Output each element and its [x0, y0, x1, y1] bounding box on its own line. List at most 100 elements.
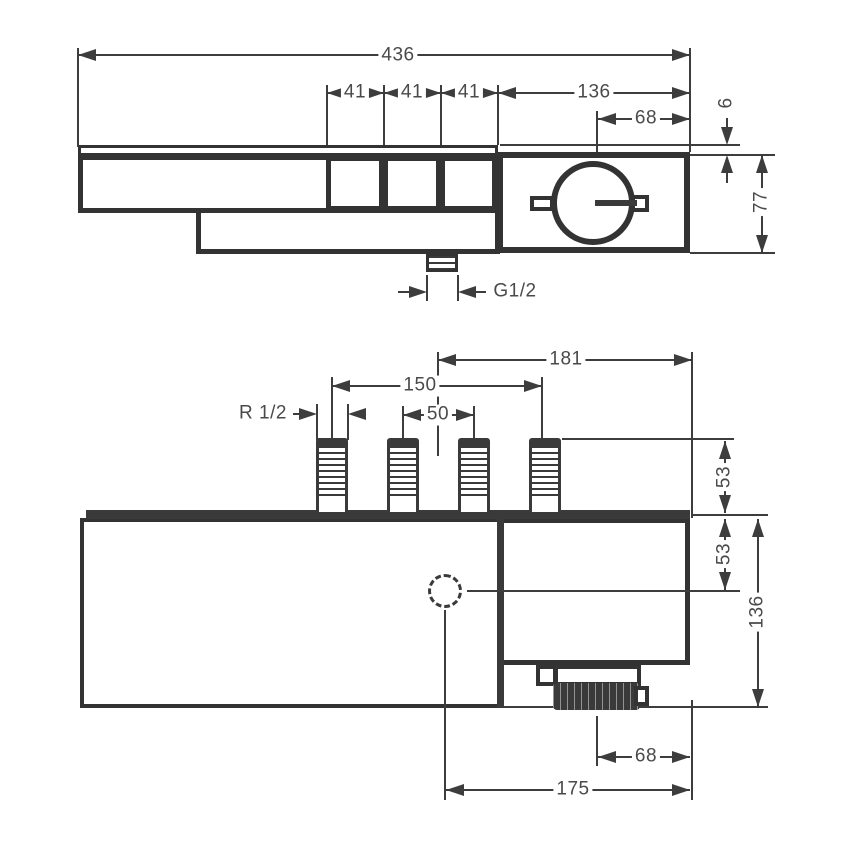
- pipe-base: [458, 498, 490, 512]
- extension-line: [541, 377, 543, 439]
- extension-line: [473, 406, 475, 438]
- arrowhead: [403, 409, 421, 421]
- extension-line: [500, 144, 740, 146]
- dim-module-pitch-1: 41: [340, 82, 370, 104]
- button-module-2: [383, 156, 441, 211]
- arrowhead: [756, 155, 768, 173]
- pipe-base: [529, 498, 561, 512]
- extension-line: [467, 590, 740, 592]
- handle-clip: [634, 686, 649, 706]
- arrowhead: [752, 689, 764, 707]
- plate-edge-strip: [86, 510, 690, 519]
- arrowhead: [409, 286, 427, 298]
- pipe-cap: [316, 438, 348, 446]
- arrowhead: [598, 751, 616, 763]
- arrowhead: [719, 519, 731, 537]
- pipe-base: [387, 498, 419, 512]
- dim-center-to-edge: 181: [546, 349, 586, 371]
- extension-line: [347, 404, 349, 440]
- arrowhead: [332, 380, 350, 392]
- arrowhead: [598, 113, 616, 125]
- arrowhead: [480, 87, 498, 99]
- arrowhead: [672, 751, 690, 763]
- dim-outlet-center-to-edge: 175: [553, 779, 593, 801]
- button-module-1: [326, 156, 384, 211]
- dim-module-pitch-2: 41: [397, 82, 427, 104]
- dim-total-depth: 136: [747, 592, 769, 632]
- extension-line: [440, 85, 442, 145]
- lower-bar-outline: [196, 208, 500, 254]
- arrowhead: [721, 127, 733, 145]
- extension-line: [326, 85, 328, 145]
- extension-line: [426, 275, 428, 301]
- dim-handle-center-to-edge: 68: [631, 746, 661, 768]
- arrowhead: [672, 113, 690, 125]
- dim-plate-thickness: 6: [716, 94, 738, 112]
- outlet-nipple: [426, 253, 458, 272]
- arrowhead: [719, 572, 731, 590]
- extension-line: [437, 352, 439, 456]
- section-divider: [497, 518, 504, 708]
- inlet-pipe-2: [387, 438, 419, 512]
- arrowhead: [756, 235, 768, 253]
- arrowhead: [498, 87, 516, 99]
- handle-pointer: [595, 200, 637, 206]
- inlet-pipe-3: [458, 438, 490, 512]
- arrowhead: [524, 380, 542, 392]
- pipe-cap: [387, 438, 419, 446]
- arrowhead: [719, 441, 731, 459]
- arrowhead: [384, 87, 402, 99]
- extension-line: [596, 111, 598, 152]
- pipe-cap: [529, 438, 561, 446]
- dim-g12-tail-left: [398, 291, 412, 293]
- arrowhead: [672, 87, 690, 99]
- extension-line: [596, 716, 598, 766]
- arrowhead: [348, 408, 366, 420]
- pipe-thread: [529, 446, 561, 498]
- arrowhead: [721, 155, 733, 173]
- extension-line: [77, 48, 79, 147]
- arrowhead: [327, 87, 345, 99]
- extension-line: [693, 514, 768, 516]
- dim-module-pitch-3: 41: [454, 82, 484, 104]
- pipe-thread: [316, 446, 348, 498]
- extension-line: [689, 48, 691, 152]
- extension-line: [383, 85, 385, 145]
- dim-overall-width: 436: [378, 45, 418, 67]
- arrowhead: [438, 354, 456, 366]
- dim-outer-pipes-span: 150: [400, 375, 440, 397]
- dim-body-height: 77: [751, 187, 773, 217]
- arrowhead: [672, 49, 690, 61]
- pipe-cap: [458, 438, 490, 446]
- extension-line: [691, 700, 693, 800]
- pipe-thread: [387, 446, 419, 498]
- arrowhead: [441, 87, 459, 99]
- extension-line: [690, 252, 775, 254]
- extension-line: [316, 404, 318, 440]
- dim-inlet-thread: R 1/2: [236, 403, 290, 425]
- arrowhead: [458, 286, 476, 298]
- pipe-base: [316, 498, 348, 512]
- extension-line: [444, 610, 446, 800]
- extension-line: [497, 85, 499, 145]
- arrowhead: [719, 495, 731, 513]
- inlet-pipe-1: [316, 438, 348, 512]
- handle-knob: [553, 683, 640, 710]
- body-outline: [80, 518, 503, 708]
- arrowhead: [456, 409, 474, 421]
- arrowhead: [752, 519, 764, 537]
- dim-g12-tail-right: [476, 291, 486, 293]
- outlet-hole-dashed-circle: [428, 574, 462, 608]
- extension-line: [402, 406, 404, 438]
- arrowhead: [423, 87, 441, 99]
- cover-plate-outline: [78, 145, 498, 156]
- dim-top-to-outlet-center: 53: [714, 539, 736, 569]
- pipe-thread: [458, 446, 490, 498]
- arrowhead: [674, 354, 692, 366]
- inlet-pipe-4: [529, 438, 561, 512]
- extension-line: [562, 438, 734, 440]
- extension-line: [691, 352, 693, 518]
- extension-line: [331, 377, 333, 439]
- arrowhead: [446, 784, 464, 796]
